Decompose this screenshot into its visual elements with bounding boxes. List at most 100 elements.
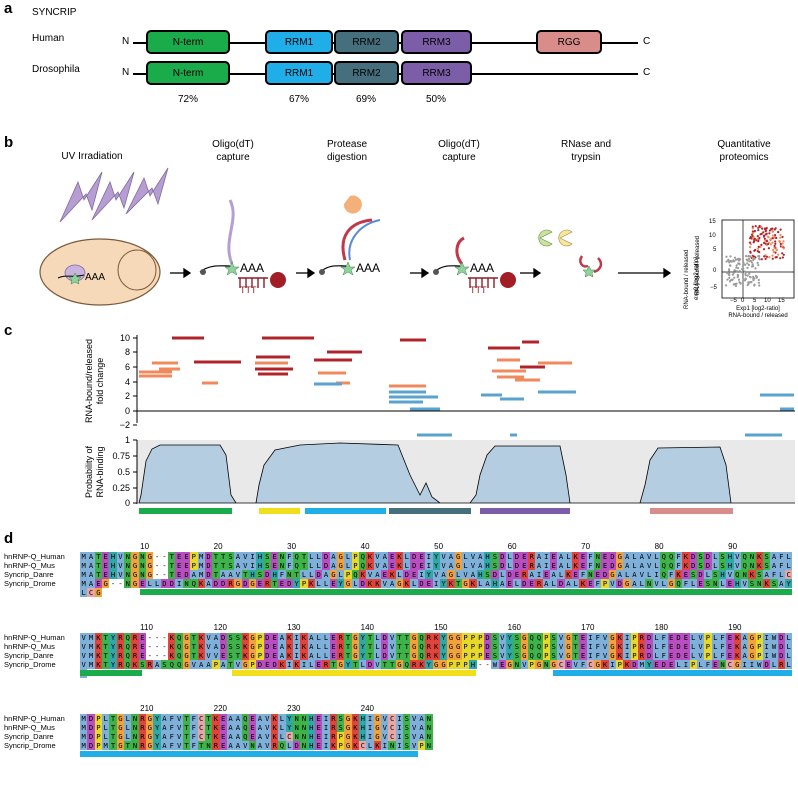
- residue: G: [520, 651, 528, 660]
- residue: T: [300, 561, 308, 570]
- residue: G: [748, 651, 756, 660]
- residue: A: [87, 579, 95, 588]
- residue: Y: [153, 714, 161, 723]
- residue: V: [212, 651, 220, 660]
- residue: D: [322, 552, 330, 561]
- residue: V: [439, 552, 448, 561]
- residue: K: [212, 723, 220, 732]
- residue: Y: [344, 660, 352, 669]
- residue: V: [234, 660, 242, 669]
- residue: A: [388, 579, 396, 588]
- residue: K: [197, 579, 205, 588]
- residue: L: [373, 651, 382, 660]
- scatter-point: [781, 245, 784, 248]
- residue: M: [80, 561, 88, 570]
- residue: G: [410, 633, 418, 642]
- residue: G: [395, 579, 404, 588]
- residue: G: [146, 714, 154, 723]
- residue: E: [315, 660, 323, 669]
- residue: S: [234, 642, 242, 651]
- trypsin-icon: [558, 229, 573, 247]
- residue: A: [770, 552, 778, 561]
- ruler-number: 120: [213, 623, 227, 632]
- residue: P: [351, 552, 360, 561]
- species-drosophila: Drosophila: [32, 64, 80, 75]
- residue: D: [608, 561, 617, 570]
- residue: T: [204, 732, 213, 741]
- residue: D: [696, 570, 705, 579]
- scatter-point: [767, 247, 771, 250]
- residue: V: [388, 633, 396, 642]
- residue: T: [403, 651, 411, 660]
- residue: I: [175, 579, 183, 588]
- scatter-point: [728, 276, 731, 279]
- residue: F: [718, 642, 727, 651]
- residue: P: [601, 579, 609, 588]
- residue: H: [718, 570, 727, 579]
- residue: S: [226, 651, 235, 660]
- residue: V: [410, 732, 418, 741]
- residue: R: [138, 732, 147, 741]
- scatter-point: [755, 276, 758, 279]
- residue: E: [601, 552, 609, 561]
- residue: E: [417, 552, 426, 561]
- residue: Q: [667, 561, 675, 570]
- residue: V: [733, 561, 741, 570]
- residue: P: [190, 561, 198, 570]
- residue: T: [366, 642, 374, 651]
- residue: P: [704, 642, 712, 651]
- residue: Y: [285, 714, 293, 723]
- residue: R: [777, 660, 785, 669]
- scatter-point: [755, 270, 759, 273]
- residue: V: [696, 633, 705, 642]
- residue: R: [131, 642, 139, 651]
- residue: -: [146, 651, 154, 660]
- residue: G: [520, 633, 528, 642]
- residue: D: [160, 579, 169, 588]
- scatter-point: [759, 233, 762, 236]
- residue: L: [315, 579, 323, 588]
- c-bottom-ylabel1: Probability of: [84, 445, 94, 498]
- c-top-ylabel1: RNA-bound/released: [84, 339, 94, 423]
- residue: G: [535, 660, 543, 669]
- residue: Y: [432, 552, 440, 561]
- residue: V: [557, 642, 565, 651]
- residue: N: [586, 570, 595, 579]
- residue: E: [550, 552, 558, 561]
- residue: Y: [439, 651, 448, 660]
- residue: S: [491, 633, 499, 642]
- residue: S: [403, 714, 411, 723]
- residue: P: [256, 651, 264, 660]
- residue: P: [94, 714, 103, 723]
- scatter-point: [742, 267, 745, 270]
- residue: T: [182, 723, 191, 732]
- scatter-point: [725, 271, 729, 274]
- residue: I: [623, 642, 631, 651]
- residue: T: [204, 714, 213, 723]
- cell-polya-label: AAA: [85, 272, 105, 283]
- residue: R: [146, 660, 154, 669]
- residue: T: [168, 552, 176, 561]
- residue: T: [109, 732, 117, 741]
- residue: G: [447, 651, 455, 660]
- residue: T: [190, 633, 198, 642]
- residue: P: [351, 561, 360, 570]
- residue: V: [204, 651, 213, 660]
- residue: I: [425, 561, 433, 570]
- scatter-point: [743, 279, 747, 282]
- scatter-point: [751, 225, 754, 228]
- panel-c-plots: 10 8 6 4 2 0 −2 RNA-bound/released fold …: [84, 333, 795, 514]
- residue: W: [770, 651, 778, 660]
- residue: V: [461, 570, 470, 579]
- residue: Q: [241, 723, 249, 732]
- residue: Q: [527, 642, 536, 651]
- residue: Q: [417, 642, 426, 651]
- residue: D: [674, 633, 683, 642]
- residue: G: [505, 660, 514, 669]
- residue: H: [109, 561, 117, 570]
- residue: Q: [292, 552, 301, 561]
- residue: E: [315, 714, 323, 723]
- residue: E: [682, 633, 690, 642]
- residue: L: [696, 660, 705, 669]
- residue: K: [94, 642, 103, 651]
